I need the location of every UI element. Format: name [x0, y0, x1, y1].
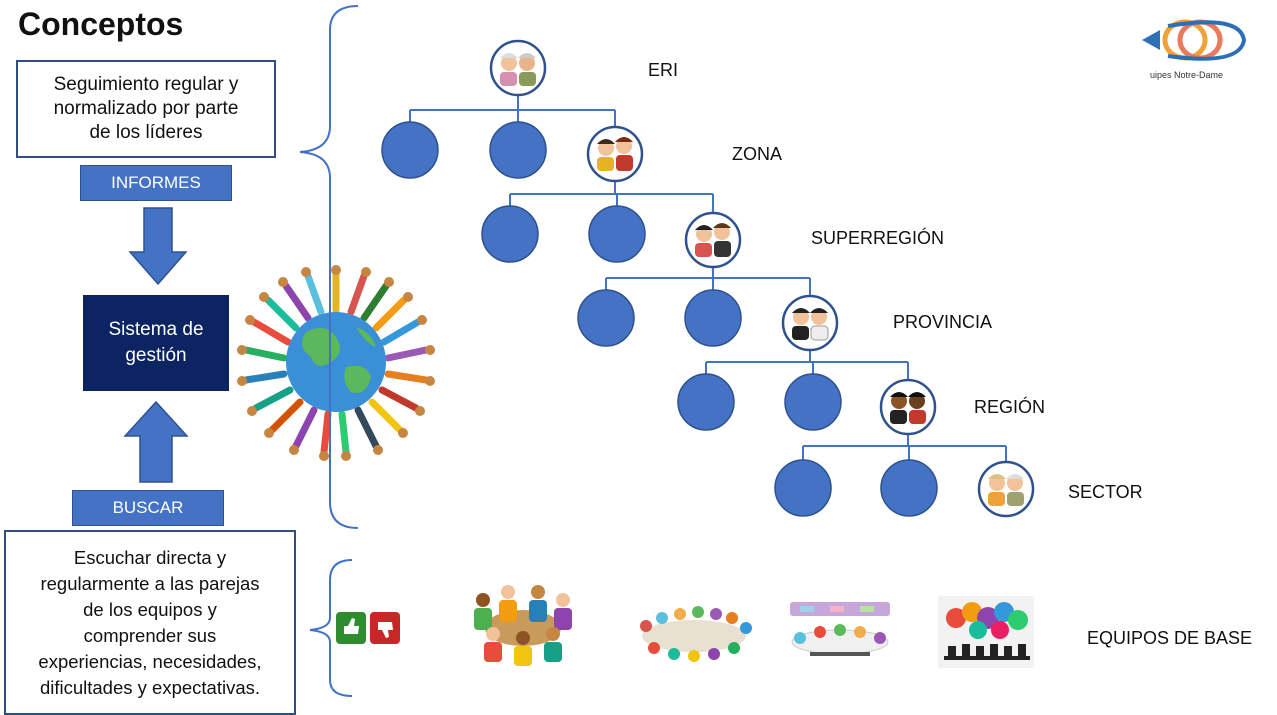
- level-label-region: REGIÓN: [974, 397, 1046, 417]
- level-label-eri: ERI: [648, 60, 679, 80]
- tree-node: [381, 121, 439, 179]
- thumbs-up-down-icon: [336, 612, 400, 644]
- couple-node-provincia: [781, 294, 839, 352]
- tree-node: [577, 289, 635, 347]
- level-label-provincia: PROVINCIA: [893, 312, 993, 332]
- puzzle-table-icon: [790, 602, 890, 656]
- couple-node-eri: [489, 39, 547, 97]
- management-system-box: Sistema de gestión: [83, 295, 229, 391]
- level-label-sector: SECTOR: [1068, 482, 1143, 502]
- tree-node: [588, 205, 646, 263]
- top-description-box: Seguimiento regular y normalizado por pa…: [16, 60, 276, 158]
- arrow-up-icon: [123, 400, 189, 483]
- logo: uipes Notre-Dame: [1120, 18, 1250, 88]
- tree-node: [784, 373, 842, 431]
- couple-node-region: [879, 378, 937, 436]
- globe-people-icon: [237, 265, 435, 461]
- tree-node: [677, 373, 735, 431]
- logo-text: uipes Notre-Dame: [1150, 70, 1223, 80]
- level-label-zona: ZONA: [732, 144, 783, 164]
- arrow-down-icon: [128, 207, 188, 286]
- group-circle-icon: [474, 585, 572, 666]
- notre-dame-logo-icon: uipes Notre-Dame: [1142, 19, 1247, 80]
- group-meeting-icon: [640, 606, 752, 662]
- tree-node: [774, 459, 832, 517]
- couple-node-zona: [586, 125, 644, 183]
- tree-node: [684, 289, 742, 347]
- brace-bottom: [309, 559, 353, 697]
- informes-button[interactable]: INFORMES: [80, 165, 232, 201]
- brace-top: [299, 5, 359, 529]
- page-title: Conceptos: [18, 6, 184, 42]
- speech-bubbles-icon: [938, 596, 1034, 668]
- tree-node: [481, 205, 539, 263]
- buscar-button[interactable]: BUSCAR: [72, 490, 224, 526]
- tree-node: [880, 459, 938, 517]
- base-teams-label: EQUIPOS DE BASE: [1087, 628, 1253, 648]
- tree-node: [489, 121, 547, 179]
- couple-node-superregion: [684, 211, 742, 269]
- level-label-superregion: SUPERREGIÓN: [811, 228, 945, 248]
- bottom-description-box: Escuchar directa y regularmente a las pa…: [4, 530, 296, 715]
- couple-node-sector: [977, 460, 1035, 518]
